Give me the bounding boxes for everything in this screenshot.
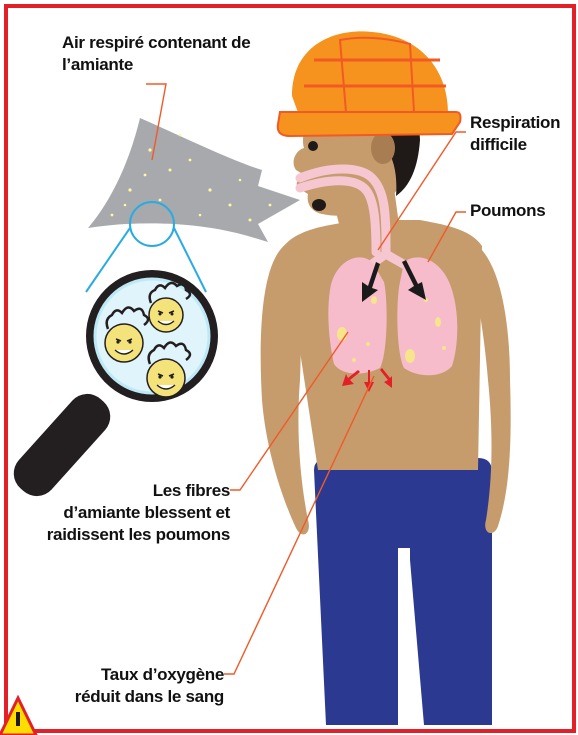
warning-triangle-icon: [0, 698, 36, 735]
hard-hat-icon: [278, 31, 461, 136]
label-air-asbestos: Air respiré contenant de l’amiante: [62, 32, 250, 76]
label-asbestos-fibres-damage: Les fibres d’amiante blessent et raidiss…: [47, 480, 230, 546]
label-breathing-difficulty: Respiration difficile: [470, 112, 560, 156]
label-lungs: Poumons: [470, 200, 545, 222]
air-cloud-arrow: [88, 118, 300, 242]
magnifying-glass-icon: [6, 270, 218, 504]
label-reduced-oxygen: Taux d’oxygène réduit dans le sang: [75, 664, 224, 708]
